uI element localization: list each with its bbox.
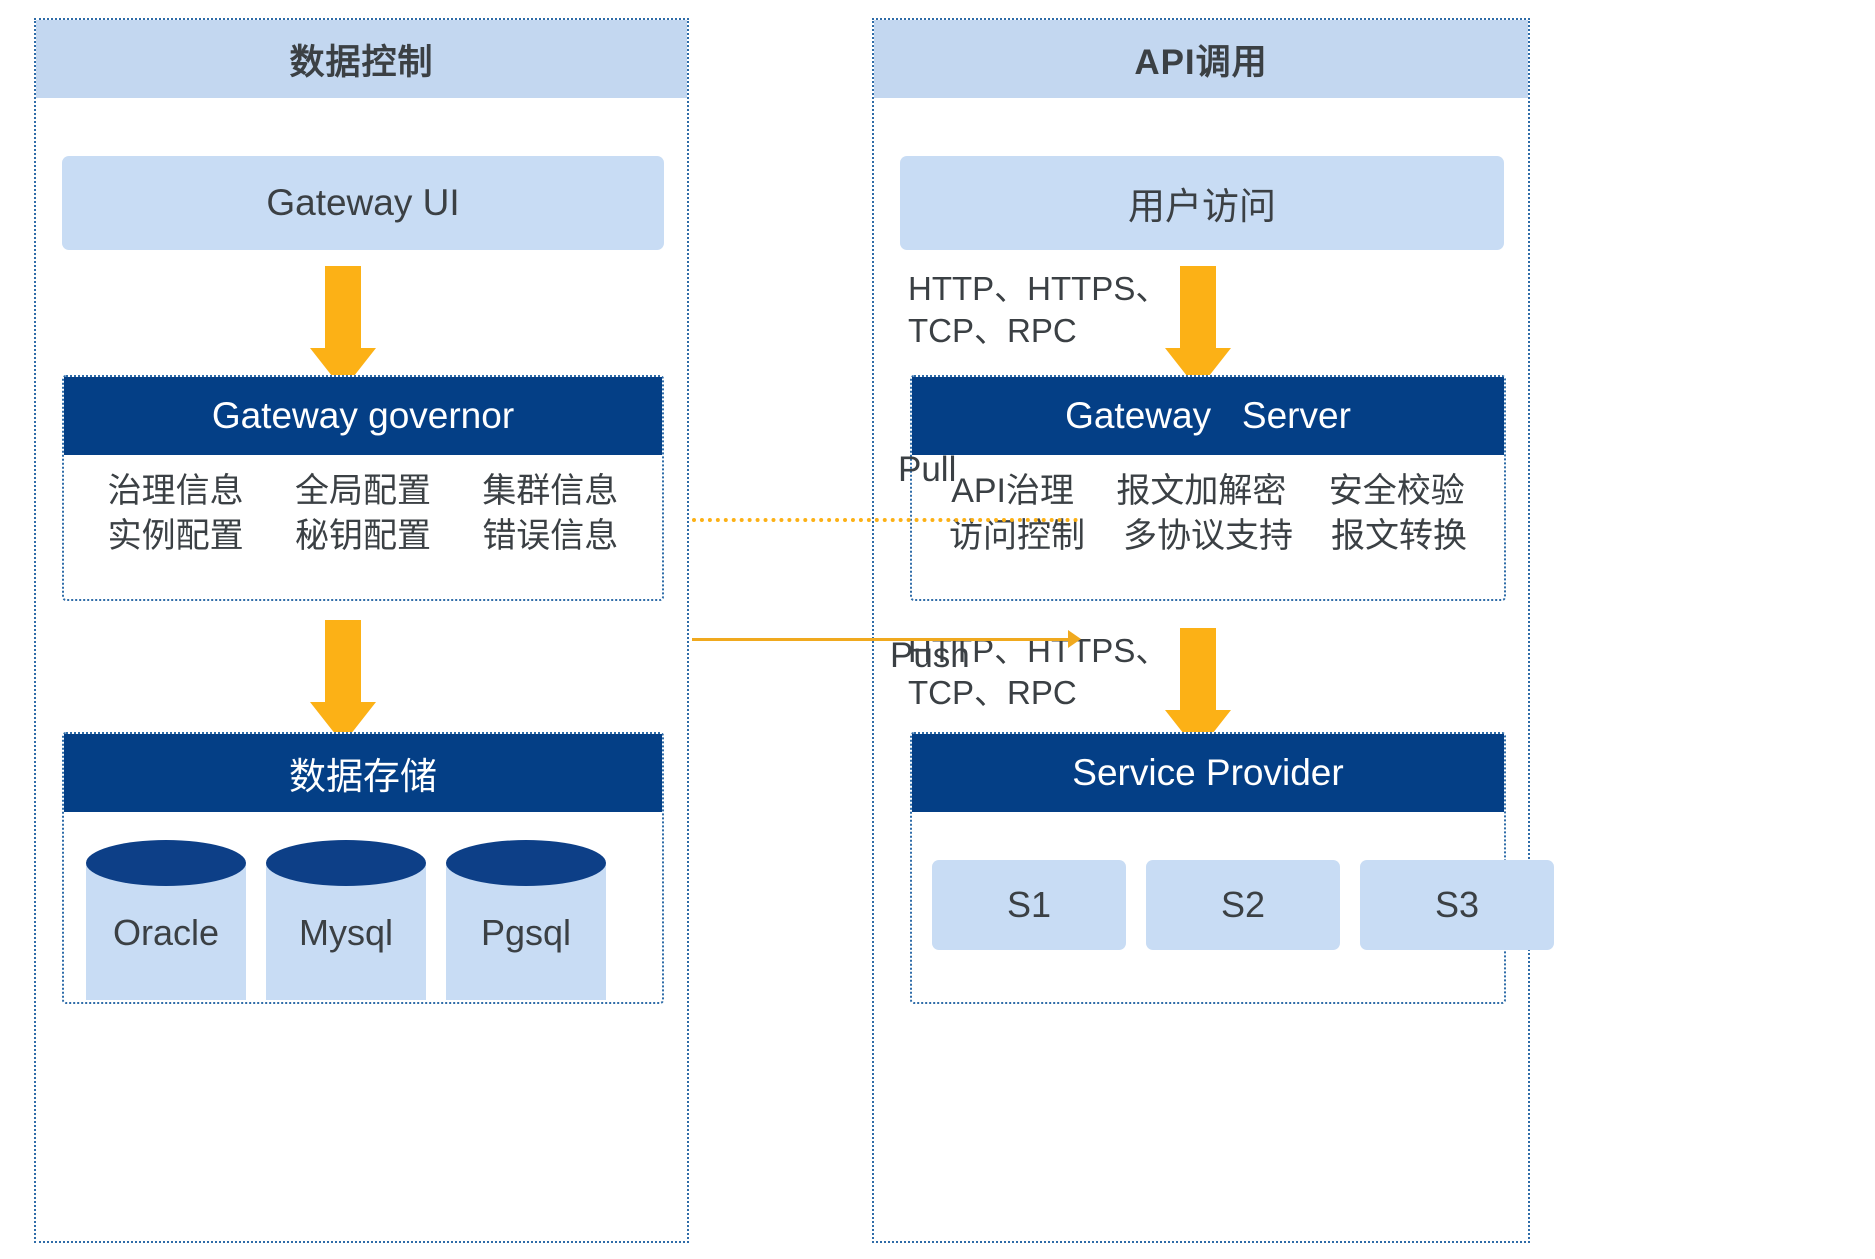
service-label: S2: [1220, 884, 1266, 925]
governor-feature-row: 实例配置 秘钥配置 错误信息: [82, 514, 644, 559]
gateway-governor-header: Gateway governor: [64, 377, 662, 455]
governor-feature: 错误信息: [482, 516, 619, 555]
push-connector-arrowhead: [1068, 630, 1081, 648]
service-label: S3: [1434, 884, 1480, 925]
panel-api-call: API调用 用户访问 HTTP、HTTPS、 TCP、RPC Gateway S…: [872, 18, 1554, 1243]
gateway-ui-block[interactable]: Gateway UI: [62, 156, 664, 250]
user-access-label: 用户访问: [1128, 186, 1276, 227]
cylinder-top-ellipse: [266, 840, 426, 886]
database-label: Pgsql: [480, 912, 572, 953]
pull-connector-label: Pull: [898, 450, 957, 489]
protocol-label-top: HTTP、HTTPS、 TCP、RPC: [908, 270, 1169, 350]
governor-feature: 治理信息: [107, 472, 244, 510]
gateway-governor-card[interactable]: Gateway governor 治理信息 全局配置 集群信息 实例配置 秘钥配…: [62, 375, 664, 601]
server-feature: API治理: [951, 472, 1074, 510]
database-cylinder-mysql[interactable]: Mysql: [266, 840, 426, 1000]
panel-api-call-title: API调用: [874, 20, 1528, 98]
gateway-server-header: Gateway Server: [912, 377, 1504, 455]
service-block-s2[interactable]: S2: [1146, 860, 1340, 950]
governor-feature: 全局配置: [294, 472, 431, 510]
service-block-s3[interactable]: S3: [1360, 860, 1554, 950]
server-feature-row: API治理 报文加解密 安全校验: [930, 469, 1486, 514]
service-provider-card[interactable]: Service Provider S1 S2 S3: [910, 732, 1554, 1004]
server-feature: 安全校验: [1328, 472, 1465, 510]
server-feature: 报文加解密: [1116, 472, 1287, 510]
user-access-block[interactable]: 用户访问: [900, 156, 1504, 250]
server-feature: 访问控制: [949, 516, 1085, 555]
governor-feature: 集群信息: [482, 472, 619, 510]
gateway-server-card[interactable]: Gateway Server API治理 报文加解密 安全校验 访问控制 多协议…: [910, 375, 1506, 601]
server-feature: 多协议支持: [1123, 516, 1293, 555]
governor-feature: 实例配置: [107, 516, 244, 555]
service-label: S1: [1006, 884, 1052, 925]
database-cylinder-oracle[interactable]: Oracle: [86, 840, 246, 1000]
database-label: Oracle: [112, 912, 220, 953]
cylinder-top-ellipse: [86, 840, 246, 886]
gateway-ui-label: Gateway UI: [266, 182, 460, 223]
panel-data-control: 数据控制 Gateway UI Gateway governor 治理信息 全局…: [34, 18, 689, 1243]
pull-connector-line: [692, 518, 1078, 522]
service-provider-body: S1 S2 S3: [912, 812, 1554, 1002]
database-label: Mysql: [298, 912, 393, 953]
push-connector-label: Push: [890, 636, 970, 675]
server-feature: 报文转换: [1331, 516, 1467, 555]
governor-feature-row: 治理信息 全局配置 集群信息: [82, 469, 644, 514]
data-storage-card[interactable]: 数据存储 Oracle Mysql Pgsql: [62, 732, 664, 1004]
service-provider-header: Service Provider: [912, 734, 1504, 812]
service-block-s1[interactable]: S1: [932, 860, 1126, 950]
cylinder-top-ellipse: [446, 840, 606, 886]
database-cylinder-pgsql[interactable]: Pgsql: [446, 840, 606, 1000]
server-feature-row: 访问控制 多协议支持 报文转换: [930, 514, 1486, 559]
gateway-server-body: API治理 报文加解密 安全校验 访问控制 多协议支持 报文转换: [912, 455, 1504, 575]
push-connector-line: [692, 638, 1070, 641]
gateway-governor-body: 治理信息 全局配置 集群信息 实例配置 秘钥配置 错误信息: [64, 455, 662, 575]
panel-data-control-title: 数据控制: [36, 20, 687, 98]
data-storage-header: 数据存储: [64, 734, 662, 812]
governor-feature: 秘钥配置: [294, 516, 431, 555]
data-storage-body: Oracle Mysql Pgsql: [64, 812, 662, 1002]
